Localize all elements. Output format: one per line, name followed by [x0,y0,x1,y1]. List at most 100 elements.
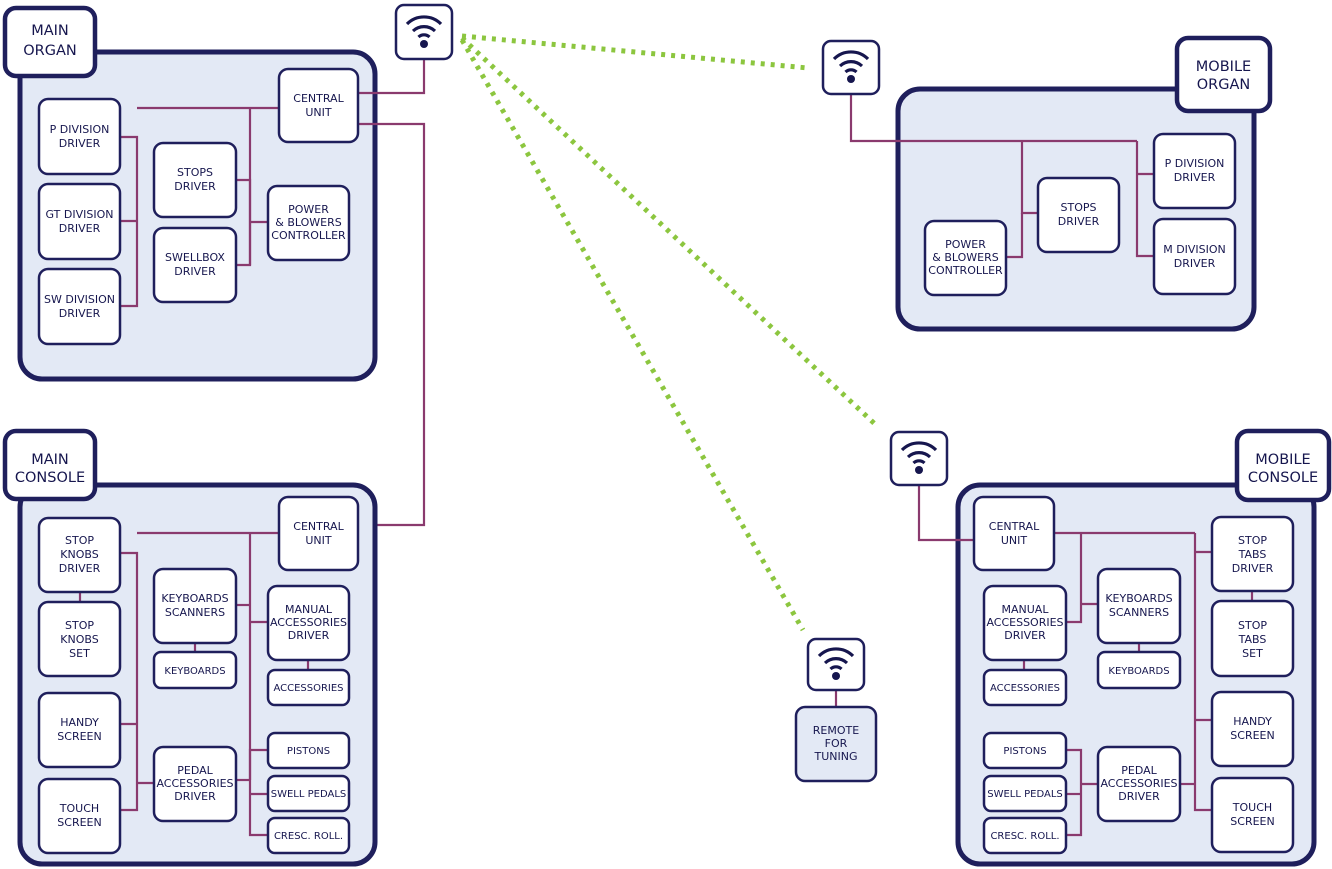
wifi-icon [806,637,866,692]
wifi-icon [889,430,949,487]
wireless-link-mobile-organ [461,33,809,71]
mobile-console-accessories: ACCESSORIES [982,668,1068,707]
main-console-swell-pedals: SWELL PEDALS [266,774,351,813]
svg-text:KEYBOARDS: KEYBOARDS [1108,666,1169,677]
mobile-organ-wiring [849,92,1154,259]
main-console-keyboards: KEYBOARDS [152,650,238,690]
mobile-console-cresc-roll: CRESC. ROLL. [982,816,1068,855]
mobile-console-keyboards: KEYBOARDS [1096,650,1182,690]
main-console-pistons: PISTONS [266,731,351,770]
svg-text:SWELL PEDALS: SWELL PEDALS [271,789,347,800]
wireless-link-remote [459,38,806,632]
svg-text:PISTONS: PISTONS [1003,746,1046,757]
mobile-console-swell-pedals: SWELL PEDALS [982,774,1068,813]
main-console-wiring [78,531,310,837]
wireless-link-mobile-console [460,36,878,427]
svg-text:PISTONS: PISTONS [287,746,330,757]
wifi-icon [821,39,881,96]
svg-text:CRESC. ROLL.: CRESC. ROLL. [274,831,343,842]
main-console-cresc-roll: CRESC. ROLL. [266,816,351,855]
svg-text:SWELL PEDALS: SWELL PEDALS [987,789,1063,800]
mobile-console-pistons: PISTONS [982,731,1068,770]
mobile-console-wiring [917,484,1254,837]
svg-text:ACCESSORIES: ACCESSORIES [273,683,343,694]
svg-text:KEYBOARDS: KEYBOARDS [164,666,225,677]
svg-text:CRESC. ROLL.: CRESC. ROLL. [990,831,1059,842]
main-organ-wiring [120,60,426,527]
main-console-accessories: ACCESSORIES [266,668,351,707]
svg-text:ACCESSORIES: ACCESSORIES [990,683,1060,694]
wireless-links [459,33,878,632]
